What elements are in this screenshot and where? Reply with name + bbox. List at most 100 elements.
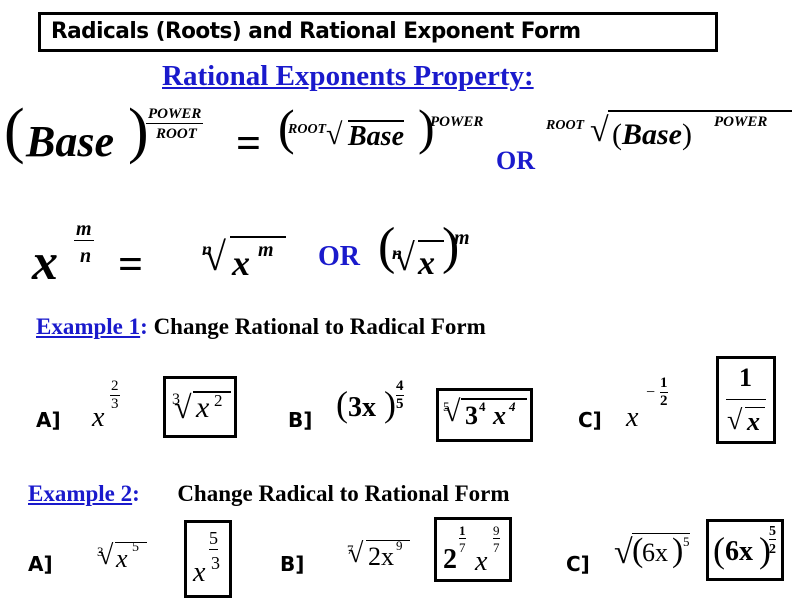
- radicand-power: POWER: [714, 114, 768, 130]
- radical-icon: √: [590, 112, 609, 149]
- answer-a: 2: [443, 544, 457, 575]
- exp-n: n: [80, 245, 92, 267]
- example1-b-base: 3x: [348, 392, 376, 423]
- example2-c-answer-box: ( 6x ) 5 2: [706, 519, 784, 581]
- example2-link[interactable]: Example 2: [28, 481, 133, 506]
- root-index-n: n: [202, 239, 213, 259]
- example1-a-label: A]: [36, 408, 61, 432]
- radicand: x: [196, 391, 210, 424]
- example1-link[interactable]: Example 1: [36, 314, 141, 339]
- answer-b: x: [475, 546, 488, 577]
- radicand-a-exp: 4: [479, 399, 486, 414]
- radicand: 6x: [642, 538, 668, 567]
- example1-heading-text: Change Rational to Radical Form: [153, 314, 486, 339]
- exp-root: ROOT: [156, 126, 197, 142]
- example1-a-answer-box: 3 √ x 2: [163, 376, 237, 438]
- root-index: ROOT: [288, 122, 327, 137]
- radicand: 2x: [368, 542, 394, 571]
- exp-b-den: 7: [493, 540, 500, 555]
- radicand-x: x: [232, 243, 250, 283]
- root-index-n: n: [392, 243, 403, 263]
- vinculum: [608, 110, 792, 112]
- left-paren: (: [632, 532, 644, 569]
- fraction-bar: [726, 399, 766, 400]
- right-paren: ): [672, 532, 684, 569]
- radicand-b: x: [493, 401, 506, 430]
- example2-a-answer-box: 5 x 3: [184, 520, 232, 598]
- right-paren: ): [384, 384, 396, 424]
- general-rule-formula: x m n = n √ x m OR ( n √ x ) m: [0, 215, 800, 300]
- outer-power: POWER: [430, 114, 484, 130]
- radical-icon: √: [727, 405, 743, 436]
- radicand-exp: 9: [396, 538, 403, 553]
- vinculum: [115, 542, 147, 543]
- fraction-denominator: x: [747, 407, 760, 436]
- right-paren: ): [418, 99, 435, 155]
- section-subtitle: Rational Exponents Property:: [162, 60, 534, 92]
- base-x: x: [32, 234, 58, 291]
- left-paren: (: [713, 530, 725, 570]
- radicand-exp: 5: [683, 534, 690, 549]
- left-paren: (: [378, 218, 396, 275]
- exp-num: 1: [660, 375, 668, 393]
- root-index: ROOT: [546, 118, 585, 133]
- left-paren: (: [278, 99, 295, 155]
- radicand-exp-m: m: [258, 239, 274, 261]
- exp-a-den: 7: [459, 540, 466, 555]
- right-paren: ): [442, 218, 460, 275]
- exp-m: m: [74, 218, 94, 241]
- example2-c-label: C]: [566, 552, 590, 576]
- exp-num: 5: [769, 524, 776, 541]
- answer-base: 6x: [725, 536, 753, 567]
- vinculum: [230, 236, 286, 238]
- exp-num: 5: [209, 528, 218, 550]
- vinculum: [418, 240, 444, 242]
- exp-power: POWER: [146, 106, 204, 124]
- radicand-base: (Base): [612, 118, 692, 151]
- vinculum: [193, 391, 231, 393]
- example1-c-base: x: [626, 402, 639, 433]
- example2-b-label: B]: [280, 552, 305, 576]
- base-text: Base: [26, 117, 114, 166]
- vinculum: [745, 407, 765, 408]
- exp-b-num: 9: [493, 523, 500, 540]
- exp-num: 2: [110, 378, 120, 396]
- fraction-numerator: 1: [739, 363, 752, 392]
- exp-den: 2: [769, 542, 776, 557]
- exp-sign: −: [646, 384, 656, 401]
- exp-den: 3: [111, 396, 119, 412]
- exp-num: 4: [396, 378, 404, 396]
- page-title: Radicals (Roots) and Rational Exponent F…: [51, 19, 581, 44]
- root-index: 5: [443, 399, 450, 414]
- property-formula: ( Base ) POWER ROOT = ( ROOT √ Base ) PO…: [4, 100, 800, 180]
- exp-den: 3: [211, 553, 220, 573]
- exp-den: 2: [660, 393, 668, 409]
- radicand-base: Base: [348, 120, 404, 152]
- radicand-a: 3: [465, 401, 478, 430]
- root-index: 3: [172, 391, 180, 408]
- example1-a-base: x: [92, 402, 105, 433]
- equals-sign: =: [236, 119, 262, 168]
- root-index: 7: [347, 542, 354, 557]
- radical-icon: √: [394, 237, 415, 279]
- or-text: OR: [318, 241, 360, 272]
- radicand-exp: 2: [214, 391, 223, 410]
- right-paren: ): [759, 530, 771, 570]
- example1-b-label: B]: [288, 408, 313, 432]
- left-paren: (: [336, 384, 348, 424]
- radical-icon: √: [98, 540, 114, 571]
- example1-c-answer-box: 1 √ x: [716, 356, 776, 444]
- root-index: 3: [97, 544, 104, 559]
- radicand-x: x: [418, 245, 435, 282]
- exp-a-num: 1: [459, 523, 466, 540]
- radical-icon: √: [348, 538, 364, 569]
- exp-den: 5: [396, 396, 404, 412]
- outer-exp-m: m: [454, 227, 470, 249]
- radicand-b-exp: 4: [509, 399, 516, 414]
- radicand: x: [116, 544, 128, 573]
- radicand-exp: 5: [132, 540, 139, 555]
- example2-a-label: A]: [28, 552, 53, 576]
- example1-heading: Example 1: Change Rational to Radical Fo…: [36, 314, 486, 339]
- radical-icon: √: [204, 234, 226, 279]
- vinculum: [366, 540, 410, 541]
